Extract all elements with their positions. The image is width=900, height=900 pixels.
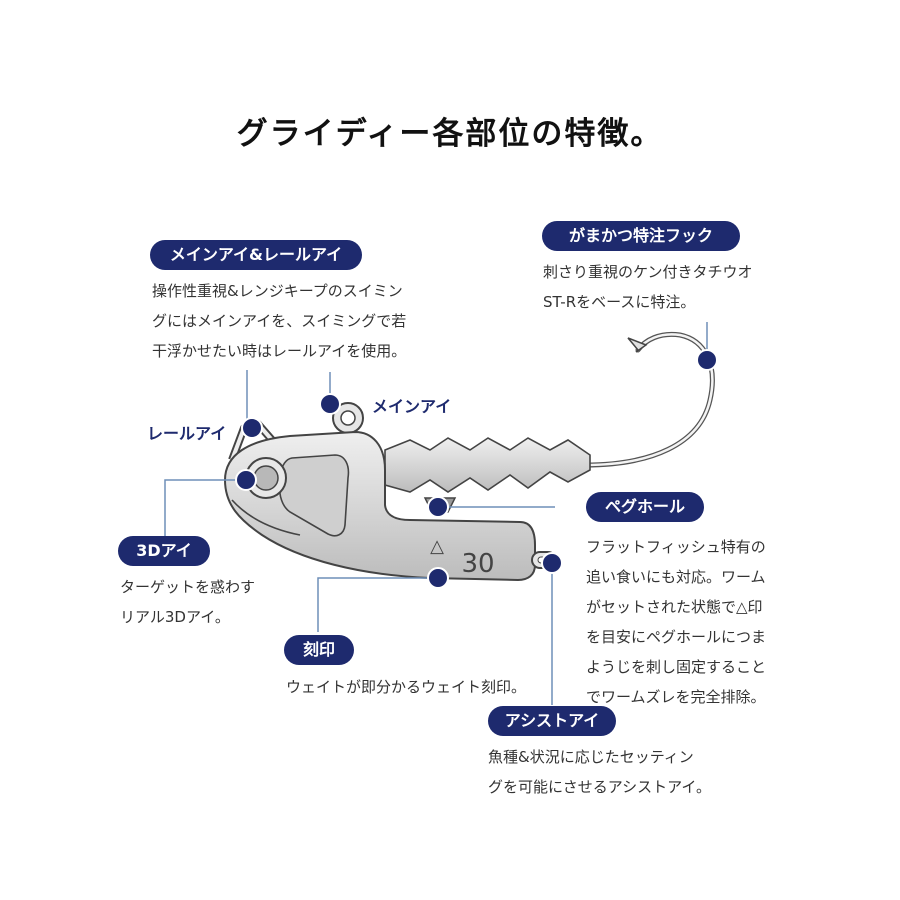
label-peg-hole: ペグホール [586,492,704,522]
marker-dot [427,496,449,518]
hook-icon [582,331,715,468]
marker-dots [235,349,718,589]
label-main-rail-eye: メインアイ&レールアイ [150,240,362,270]
marker-dot [696,349,718,371]
label-assist-eye: アシストアイ [488,706,616,736]
marker-dot [235,469,257,491]
desc-main-rail-eye: 操作性重視&レンジキープのスイミン グにはメインアイを、スイミングで若 干浮かせ… [152,282,407,360]
hook-barb-icon [627,337,648,353]
marker-dot [541,552,563,574]
desc-assist-eye: 魚種&状況に応じたセッティン グを可能にさせるアシストアイ。 [488,748,712,796]
3d-eye-icon [245,457,287,499]
label-stamp: 刻印 [284,635,354,665]
page-title: グライディー各部位の特徴。 [236,116,664,152]
main-eye-callout: メインアイ [372,397,452,416]
desc-hook: 刺さり重視のケン付きタチウオ ST-Rをベースに特注。 [543,263,753,311]
desc-3d-eye: ターゲットを惑わす リアル3Dアイ。 [120,578,256,626]
marker-dot [241,417,263,439]
worm-keeper [384,437,591,493]
desc-peg-hole: フラットフィッシュ特有の 追い食いにも対応。ワーム がセットされた状態で△印 を… [586,538,767,706]
label-3d-eye: 3Dアイ [118,536,210,566]
desc-stamp: ウェイトが即分かるウェイト刻印。 [286,678,527,696]
rail-eye-callout: レールアイ [147,424,227,443]
main-eye-ring-icon [332,402,364,434]
marker-dot [427,567,449,589]
label-hook: がまかつ特注フック [542,221,740,251]
marker-dot [319,393,341,415]
triangle-mark: △ [430,536,444,557]
weight-mark: 30 [461,549,494,579]
hook-inner [583,333,714,467]
